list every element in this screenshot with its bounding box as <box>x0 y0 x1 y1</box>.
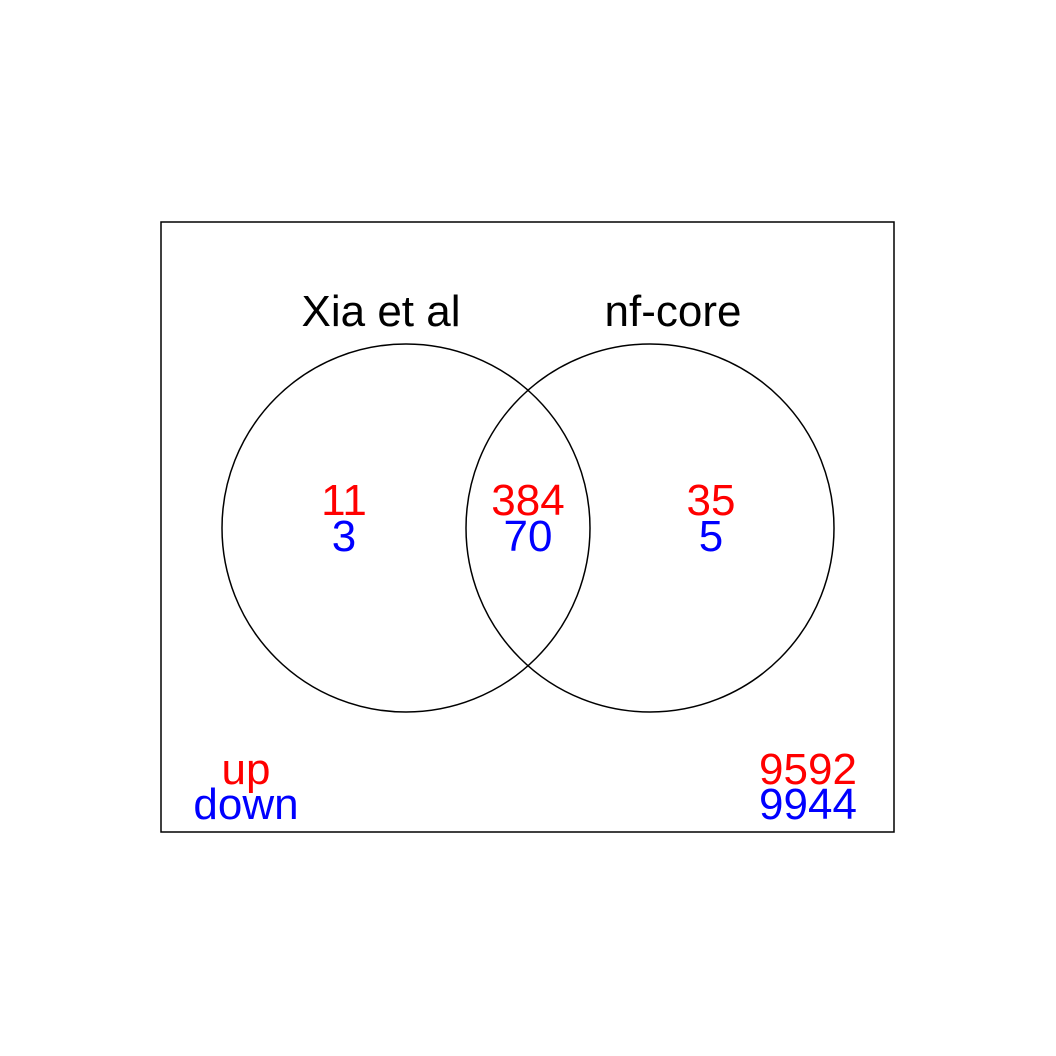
both-up-count: 384 <box>491 476 564 525</box>
neither-up-count: 9592 <box>759 745 857 794</box>
xia-only-up-count: 11 <box>321 476 367 525</box>
nfcore-only-down-count: 5 <box>699 512 723 561</box>
legend-down-label: down <box>193 780 298 829</box>
both-down-count: 70 <box>504 512 553 561</box>
legend-up-label: up <box>222 745 271 794</box>
set-label-xia: Xia et al <box>302 287 461 336</box>
neither-down-count: 9944 <box>759 780 857 829</box>
nfcore-only-up-count: 35 <box>687 476 736 525</box>
set-label-nfcore: nf-core <box>605 287 742 336</box>
xia-only-down-count: 3 <box>332 512 356 561</box>
universe-box <box>160 221 895 833</box>
set-circle-nfcore <box>465 343 835 713</box>
set-circle-xia <box>221 343 591 713</box>
